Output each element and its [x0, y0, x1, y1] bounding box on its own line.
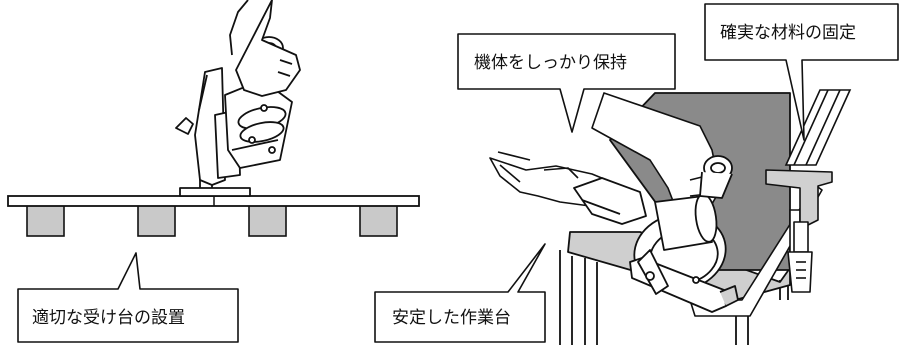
support-block	[26, 204, 65, 237]
support-block	[137, 204, 176, 237]
callout-hold-machine: 機体をしっかり保持	[457, 33, 676, 133]
callout-support-stand-label: 適切な受け台の設置	[32, 308, 185, 328]
callout-fix-material: 確実な材料の固定	[704, 3, 899, 141]
callout-support-stand: 適切な受け台の設置	[17, 252, 239, 343]
callout-hold-machine-label: 機体をしっかり保持	[474, 53, 627, 73]
left-scene: 適切な受け台の設置	[7, 0, 420, 343]
callout-stable-bench-label: 安定した作業台	[392, 308, 511, 328]
right-scene: 安定した作業台 機体をしっかり保持 確実な材料の固定	[374, 3, 899, 345]
support-block	[359, 204, 398, 237]
callout-bubble	[457, 33, 676, 133]
callout-fix-material-label: 確実な材料の固定	[720, 23, 856, 43]
callout-stable-bench: 安定した作業台	[374, 243, 546, 343]
callout-bubble	[374, 243, 546, 343]
circular-saw-icon	[175, 0, 301, 197]
support-block	[248, 204, 287, 237]
callout-bubble	[17, 252, 239, 343]
circular-saw-icon	[573, 155, 739, 313]
clamp-icon	[765, 169, 833, 293]
callout-bubble	[704, 3, 899, 141]
